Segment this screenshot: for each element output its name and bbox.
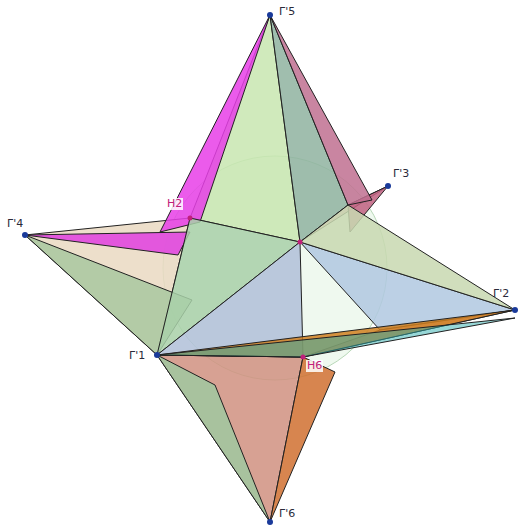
inner-dot	[301, 355, 306, 360]
point-label: Γ'1	[128, 350, 146, 362]
face	[300, 205, 515, 310]
face	[270, 15, 372, 205]
point-label: Γ'3	[392, 168, 410, 180]
inner-dot	[188, 216, 193, 221]
face	[157, 318, 515, 357]
face	[270, 357, 335, 522]
face	[157, 310, 515, 357]
face	[160, 15, 270, 232]
vertex-dot	[22, 232, 28, 238]
vertex-dot	[512, 307, 518, 313]
point-label: Γ'5	[278, 6, 296, 18]
point-label: Γ'2	[492, 288, 510, 300]
vertex-dot	[154, 352, 160, 358]
point-label: Γ'4	[6, 218, 24, 230]
vertex-dot	[267, 12, 273, 18]
point-label: H6	[306, 360, 323, 372]
point-label: H2	[166, 198, 183, 210]
vertex-dot	[385, 183, 391, 189]
face	[270, 15, 348, 242]
point-label: Γ'6	[278, 508, 296, 520]
face	[157, 355, 270, 522]
inner-dot	[298, 240, 303, 245]
vertex-dot	[267, 519, 273, 525]
